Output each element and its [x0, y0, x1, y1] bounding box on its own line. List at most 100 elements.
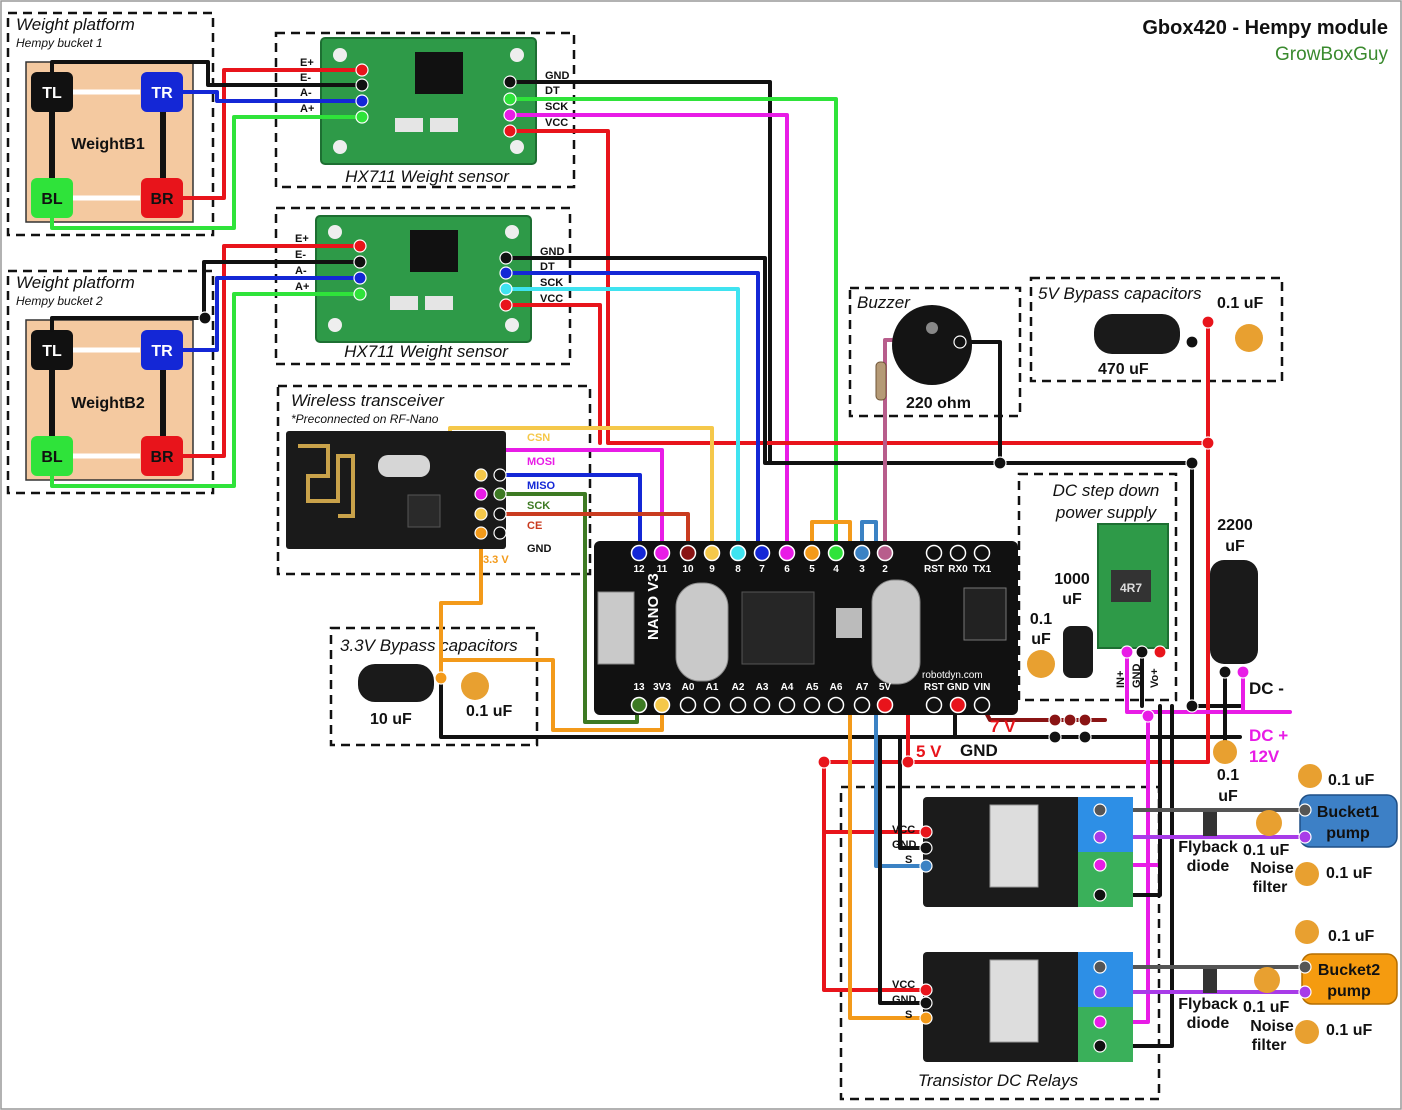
connector-dot — [919, 1011, 933, 1025]
connector-dot — [919, 859, 933, 873]
pin-label-e-plus: E+ — [300, 57, 314, 69]
connector-dot — [355, 78, 369, 92]
hx711-1-caption: HX711 Weight sensor — [345, 167, 510, 186]
bucket1-pump: Bucket1 pump — [1299, 794, 1398, 848]
weight-platform-2: WeightB2 TL TR BL BR — [25, 319, 194, 481]
cap-label: 0.1 uF — [1328, 928, 1374, 945]
connector-dot — [1078, 713, 1092, 727]
connector-dot — [499, 251, 513, 265]
connector-dot — [434, 671, 448, 685]
hx711-1-box — [274, 31, 576, 189]
buzzer-resistor-label: 220 ohm — [906, 395, 971, 412]
load-cell-tl-label: TL — [42, 343, 62, 360]
nano-bottom-pin-label: 5V — [879, 682, 892, 693]
load-cell-br-label: BR — [150, 449, 174, 466]
nano-pin-d2 — [876, 544, 894, 562]
connector-dot — [493, 526, 507, 540]
relay-pin-s: S — [905, 1009, 912, 1021]
load-cell-tl — [31, 72, 73, 112]
pump2-label-2: pump — [1327, 983, 1371, 1000]
platform1-subtitle: Hempy bucket 1 — [16, 36, 103, 50]
nano-pin-d3 — [853, 544, 871, 562]
nano-board-label: NANO V3 — [645, 573, 662, 640]
bypass33-title: 3.3V Bypass capacitors — [340, 636, 518, 655]
connector-dot — [474, 487, 488, 501]
crystal-2 — [871, 579, 921, 685]
connector-dot — [901, 755, 915, 769]
connector-dot — [353, 271, 367, 285]
connector-dot — [817, 755, 831, 769]
cap-filter — [1295, 920, 1319, 944]
nano-top-pin-label: 3 — [859, 564, 865, 575]
connector-dot — [1078, 730, 1092, 744]
stepdown-module: 4R7 2200 uF 1000 uF 0.1 uF IN+ GND Vo+ — [1027, 517, 1258, 688]
cap-01-ceramic — [461, 672, 489, 700]
hx711-board-2: HX711 Weight sensor — [315, 215, 532, 361]
bypass33-box — [329, 626, 539, 747]
connector-dot — [493, 468, 507, 482]
cap-filter — [1295, 1020, 1319, 1044]
connector-dot — [353, 255, 367, 269]
pin-label-a-minus: A- — [295, 265, 307, 277]
weight-platform-1: WeightB1 TL TR BL BR — [25, 61, 194, 223]
connector-dot — [953, 335, 967, 349]
mcu-chip — [741, 591, 815, 665]
load-cell-tr-label: TR — [151, 85, 173, 102]
platform2-name: WeightB2 — [71, 395, 145, 412]
nano-bottom-pin-label: RST — [924, 682, 944, 693]
nano-pin-a1 — [703, 696, 721, 714]
nrf-pin-miso: MISO — [527, 480, 556, 492]
connector-dot — [353, 287, 367, 301]
connector-dot — [1093, 858, 1107, 872]
nano-top-pin-label: RX0 — [948, 564, 968, 575]
connector-dot — [919, 841, 933, 855]
pump1-body — [1299, 794, 1398, 848]
pin-label-e-minus: E- — [295, 249, 306, 261]
load-cell-tl-label: TL — [42, 85, 62, 102]
connector-dot — [993, 456, 1007, 470]
nano-bottom-pin-label: VIN — [974, 682, 991, 693]
stepdown-box — [1017, 472, 1178, 702]
label-7v: 7 V — [990, 717, 1016, 736]
connector-dot — [1120, 645, 1134, 659]
nano-bottom-pin-label: A4 — [781, 682, 794, 693]
bypass33-cap2: 0.1 uF — [466, 703, 512, 720]
diagram-author: GrowBoxGuy — [1275, 44, 1388, 65]
nano-pin-d8 — [729, 544, 747, 562]
connector-dot — [493, 487, 507, 501]
connector-dot — [503, 124, 517, 138]
platform1-box — [6, 11, 215, 237]
nano-pin-d10 — [679, 544, 697, 562]
connector-dot — [1236, 665, 1250, 679]
load-cell-bl — [31, 178, 73, 218]
cap-01-ceramic — [1213, 740, 1237, 764]
buzzer: 220 ohm — [875, 305, 972, 412]
relay-pin-gnd: GND — [892, 994, 917, 1006]
svg-text:4R7: 4R7 — [1120, 581, 1142, 595]
noise-label-2: filter — [1253, 879, 1288, 896]
cap-label: 0.1 uF — [1243, 842, 1289, 859]
load-cell-br — [141, 436, 183, 476]
wireless-note: *Preconnected on RF-Nano — [291, 412, 439, 426]
antenna-trace — [298, 444, 355, 518]
hx711-2-caption: HX711 Weight sensor — [344, 342, 509, 361]
stepdown-pin-in: IN+ — [1115, 671, 1127, 688]
cap-label: 0.1 uF — [1328, 772, 1374, 789]
connector-dot — [919, 983, 933, 997]
nano-bottom-pin-label: 13 — [633, 682, 645, 693]
bypass5-caps: 470 uF 0.1 uF — [1094, 295, 1263, 378]
connector-dot — [1185, 699, 1199, 713]
flyback-label-1: Flyback — [1178, 839, 1238, 856]
load-cell-bl-label: BL — [41, 449, 63, 466]
nano-pin-d7 — [753, 544, 771, 562]
connector-dot — [1093, 1015, 1107, 1029]
connector-dots — [198, 63, 1312, 1053]
load-cell-tr — [141, 330, 183, 370]
relay-pin-vcc: VCC — [892, 824, 915, 836]
load-cell-tr — [141, 72, 183, 112]
load-cell-tl — [31, 330, 73, 370]
nrf-voltage: 3.3 V — [483, 554, 509, 566]
bypass33-caps: 10 uF 0.1 uF — [358, 664, 512, 728]
